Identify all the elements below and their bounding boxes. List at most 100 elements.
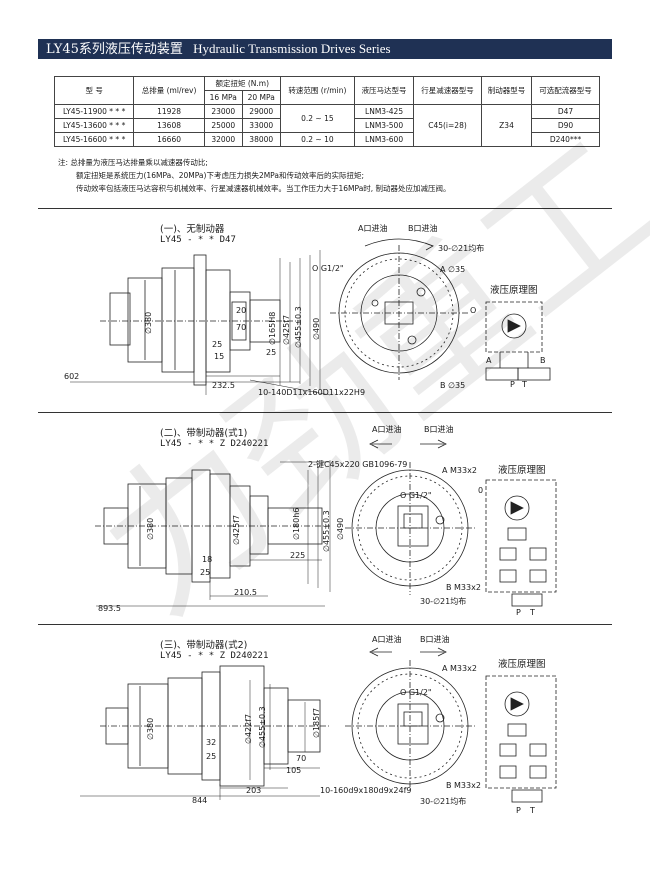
schema-1-a: A xyxy=(486,356,492,365)
col-valve: 可选配流器型号 xyxy=(531,76,600,105)
cell-speed-b: 0.2 ~ 10 xyxy=(279,132,356,147)
cell-speed-a: 0.2 ~ 15 xyxy=(279,104,356,133)
dim-spline-1: 10-140D11x160D11x22H9 xyxy=(258,388,366,397)
holes-3: 30-∅21均布 xyxy=(420,797,467,806)
dim-25-2: 25 xyxy=(200,568,211,577)
port-m33a-2: A M33x2 xyxy=(442,466,477,475)
holes-2: 30-∅21均布 xyxy=(420,597,467,606)
hydraulic-schematic-1 xyxy=(485,301,551,381)
header-title-en: Hydraulic Transmission Drives Series xyxy=(193,41,391,56)
schema-1-p: P xyxy=(510,380,515,389)
dim-602: 602 xyxy=(64,372,80,381)
dim-225: 225 xyxy=(290,551,306,560)
dim-d165: ∅165H8 xyxy=(268,311,277,345)
note-1: 注: 总排量为液压马达排量乘以减速器传动比; xyxy=(58,158,208,167)
port-b-in-2: B口进油 xyxy=(424,425,454,434)
schema-2-p: P xyxy=(516,608,521,617)
dim-d380: ∅380 xyxy=(144,311,153,334)
dim-25b: 25 xyxy=(266,348,277,357)
port-b-in-1: B口进油 xyxy=(408,224,438,233)
dim-203: 203 xyxy=(246,786,262,795)
col-speed: 转速范围 (r/min) xyxy=(279,76,356,105)
dim-20: 20 xyxy=(236,306,247,315)
dim-15: 15 xyxy=(214,352,225,361)
dim-d455-2: ∅455±0.3 xyxy=(322,510,331,552)
dim-70: 70 xyxy=(236,323,247,332)
section-3-model: LY45 - * * Z D240221 xyxy=(160,651,269,661)
dim-d455-3: ∅455±0.3 xyxy=(258,706,267,748)
note-3: 传动效率包括液压马达容积与机械效率、行星减速器机械效率。当工作压力大于16MPa… xyxy=(76,184,451,193)
port-b-in-3: B口进油 xyxy=(420,635,450,644)
schema-1-b: B xyxy=(540,356,546,365)
port-a-in-1: A口进油 xyxy=(358,224,388,233)
section-2-title: (二)、带制动器(式1) xyxy=(160,428,248,439)
dim-232: 232.5 xyxy=(212,381,235,390)
drive-end-view-2 xyxy=(345,439,475,595)
table-row: LY45-13600 * * * 13608 25000 33000 LNM3-… xyxy=(53,118,600,133)
dim-d425: ∅425f7 xyxy=(282,314,291,345)
dim-d425-2: ∅425f7 xyxy=(232,514,241,545)
dim-844: 844 xyxy=(192,796,208,805)
drive-side-view-1 xyxy=(70,250,331,396)
schema-1-o: O xyxy=(470,306,477,315)
dim-893: 893.5 xyxy=(98,604,121,613)
dim-210: 210.5 xyxy=(234,588,257,597)
spec-table: 型 号 总排量 (ml/rev) 额定扭矩 (N.m) 转速范围 (r/min)… xyxy=(53,76,600,147)
cell-valve-3: D240*** xyxy=(531,132,600,147)
schema-3-p: P xyxy=(516,806,521,815)
dim-d380-3: ∅380 xyxy=(146,717,155,740)
port-m33b-2: B M33x2 xyxy=(446,583,481,592)
drive-end-view-3 xyxy=(345,647,475,792)
dim-70-3: 70 xyxy=(296,754,307,763)
cell-brake: Z34 xyxy=(480,104,533,147)
schema-2-o: 0 xyxy=(478,486,484,495)
schema-2-t: T xyxy=(530,608,535,617)
dim-d455: ∅455±0.3 xyxy=(294,306,303,348)
cell-motor: LNM3-600 xyxy=(354,132,415,147)
col-displacement: 总排量 (ml/rev) xyxy=(133,76,205,105)
drive-side-view-2 xyxy=(95,460,331,607)
section-divider xyxy=(38,412,612,413)
schema-3-t: T xyxy=(530,806,535,815)
col-reducer: 行星减速器型号 xyxy=(413,76,482,105)
table-row: LY45-16600 * * * 16660 32000 38000 0.2 ~… xyxy=(53,132,600,147)
section-1-model: LY45 - * * D47 xyxy=(160,235,236,245)
port-a35: A ∅35 xyxy=(440,265,466,274)
section-divider xyxy=(38,208,612,209)
dim-d185: ∅185f7 xyxy=(312,707,321,738)
dim-d490-2: ∅490 xyxy=(336,517,345,540)
dim-18: 18 xyxy=(202,555,213,564)
dim-105: 105 xyxy=(286,766,302,775)
dim-spline-3: 10-160d9x180d9x24f9 xyxy=(320,786,412,795)
port-og-2: O G1/2" xyxy=(400,491,432,500)
note-2: 额定扭矩是系统压力(16MPa、20MPa)下考虑压力损失2MPa和传动效率后的… xyxy=(76,171,364,180)
schema-1-t: T xyxy=(522,380,527,389)
page-header: LY45系列液压传动装置 Hydraulic Transmission Driv… xyxy=(38,39,612,59)
dim-d490: ∅490 xyxy=(312,317,321,340)
table-row: LY45-11900 * * * 11928 23000 29000 0.2 ~… xyxy=(53,104,600,147)
port-a-out-2: A口进油 xyxy=(372,425,402,434)
cell-model: LY45-16600 * * * xyxy=(53,132,135,147)
schema-3-title: 液压原理图 xyxy=(498,659,546,670)
holes-1: 30-∅21均布 xyxy=(438,244,485,253)
port-og-1: O G1/2" xyxy=(312,264,344,273)
dim-d422: ∅422f7 xyxy=(244,713,253,744)
dim-key: 2-键C45x220 GB1096-79 xyxy=(308,460,408,469)
port-b35: B ∅35 xyxy=(440,381,466,390)
cell-disp: 16660 xyxy=(133,132,205,147)
dim-25a: 25 xyxy=(212,340,223,349)
hydraulic-schematic-3 xyxy=(485,675,557,803)
section-divider xyxy=(38,624,612,625)
section-3-title: (三)、带制动器(式2) xyxy=(160,640,248,651)
cell-reducer: C45(i=28) xyxy=(413,104,482,147)
port-m33b-3: B M33x2 xyxy=(446,781,481,790)
schema-2-title: 液压原理图 xyxy=(498,465,546,476)
table-notes: 注: 总排量为液压马达排量乘以减速器传动比; 额定扭矩是系统压力(16MPa、2… xyxy=(58,156,598,195)
dim-d180: ∅180h6 xyxy=(292,507,301,540)
schema-1-title: 液压原理图 xyxy=(490,285,538,296)
drive-side-view-3 xyxy=(80,665,330,800)
port-a-out-3: A口进油 xyxy=(372,635,402,644)
section-2-model: LY45 - * * Z D240221 xyxy=(160,439,269,449)
dim-32: 32 xyxy=(206,738,217,747)
